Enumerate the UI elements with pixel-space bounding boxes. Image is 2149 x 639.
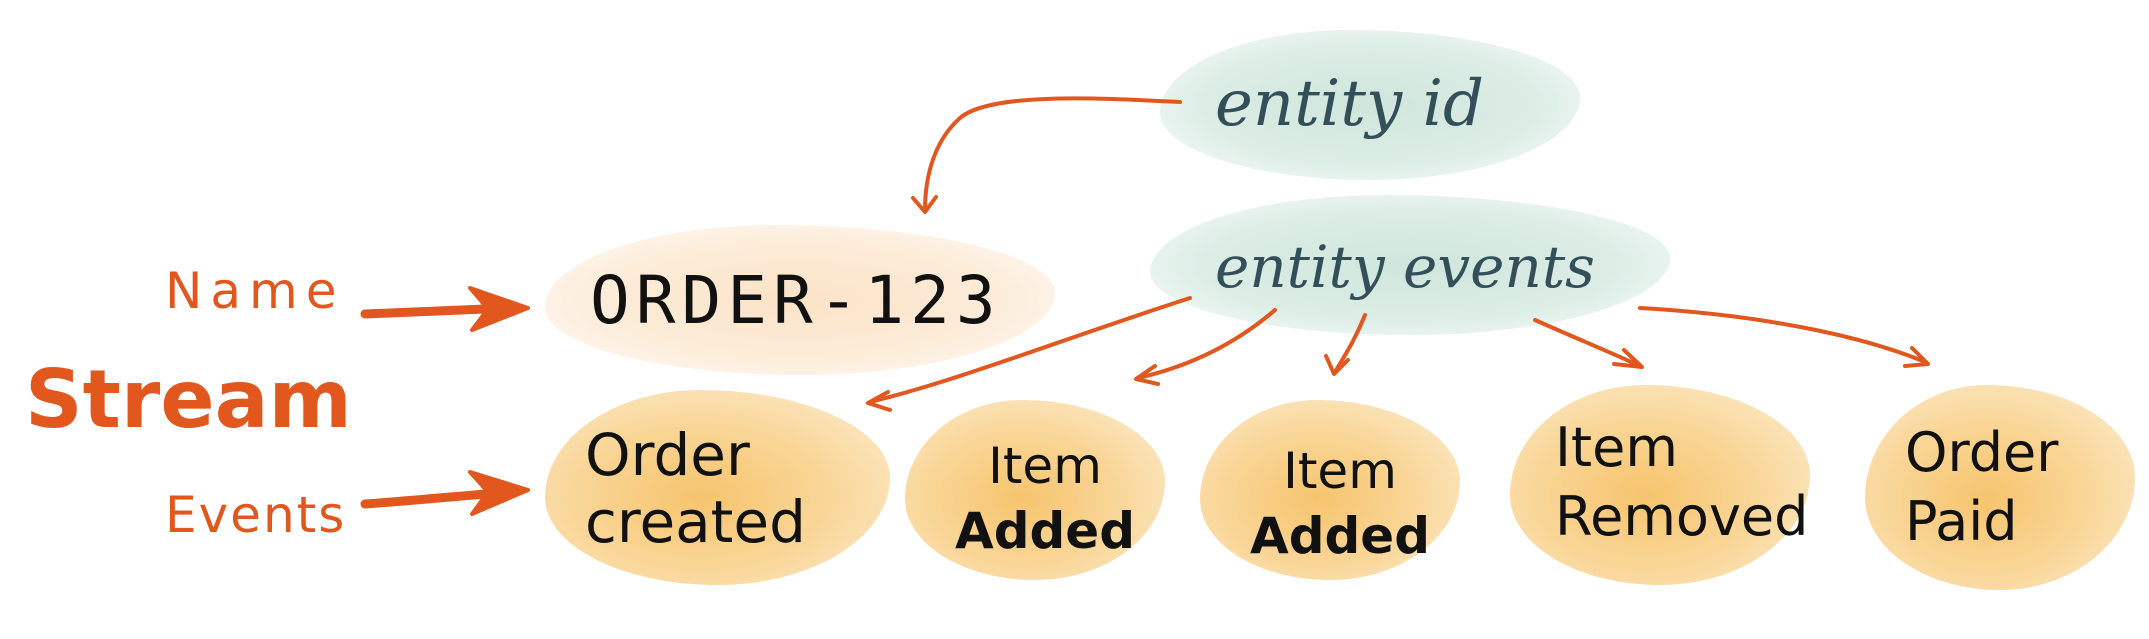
event-order-created: Order created — [585, 425, 855, 553]
entity-id-bubble — [1160, 30, 1580, 180]
event-bubble-item-added-2 — [1200, 400, 1460, 580]
event-line2: Added — [1250, 506, 1430, 565]
event-bubble-item-removed — [1510, 385, 1810, 585]
event-item-added-2: Item Added — [1235, 445, 1445, 562]
event-line1: Order — [585, 421, 750, 489]
event-line1: Item — [988, 437, 1102, 495]
event-line1: Order — [1905, 421, 2059, 484]
event-item-removed: Item Removed — [1555, 416, 1809, 548]
event-arrow-4 — [1533, 318, 1642, 368]
event-arrow-1 — [868, 296, 1192, 404]
stream-name-label: ORDER-123 — [590, 262, 1002, 339]
entity-events-bubble — [1150, 195, 1670, 335]
event-bubble-order-created — [545, 390, 890, 585]
entity-id-arrow — [923, 96, 1182, 212]
event-line1: Item — [1555, 416, 1678, 479]
event-order-paid: Order Paid — [1905, 421, 2105, 553]
name-label: Name — [165, 262, 345, 320]
event-line1: Item — [1283, 442, 1397, 500]
event-arrow-2 — [1136, 308, 1277, 380]
event-item-added-1: Item Added — [940, 440, 1150, 557]
entity-id-label: entity id — [1215, 67, 1484, 141]
event-bubble-item-added-1 — [905, 400, 1165, 580]
entity-events-label: entity events — [1215, 233, 1595, 301]
event-line2: Paid — [1905, 489, 2018, 553]
event-line2: Added — [955, 501, 1135, 560]
event-bubble-order-paid — [1865, 385, 2135, 590]
event-line2: Removed — [1555, 484, 1809, 548]
event-arrow-5 — [1638, 306, 1927, 364]
event-arrow-3 — [1333, 313, 1367, 374]
events-label: Events — [165, 486, 347, 544]
event-line2: created — [585, 487, 806, 556]
stream-name-bubble — [545, 225, 1055, 375]
stream-label: Stream — [25, 353, 352, 446]
